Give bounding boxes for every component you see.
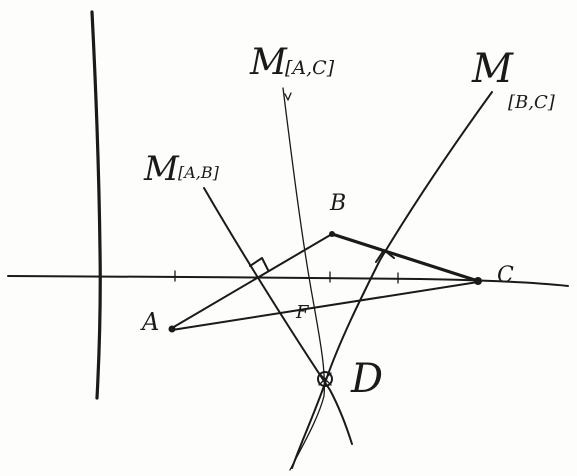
horizontal-axis	[7, 275, 569, 287]
point-c-dot	[474, 277, 482, 285]
label-m-ab-subscript: [A,B]	[178, 163, 220, 182]
arrow-tip-ac	[284, 92, 292, 101]
label-point-c: C	[497, 263, 514, 288]
label-m-ac: M	[249, 42, 288, 83]
label-point-f: F	[295, 302, 310, 323]
bisector-ac	[282, 87, 326, 471]
label-point-a: A	[140, 308, 159, 336]
point-a-dot	[168, 325, 176, 333]
point-d-cross	[318, 372, 332, 386]
label-m-bc-subscript: [B,C]	[508, 92, 556, 113]
segment-bc	[330, 232, 480, 283]
label-point-d: D	[350, 356, 383, 402]
right-angle-marker-bc	[375, 249, 395, 263]
bisector-bc	[291, 91, 493, 469]
point-d-circle	[317, 371, 333, 387]
vertical-axis	[90, 10, 102, 400]
label-m-ab: M	[143, 149, 180, 189]
bisector-ab	[203, 187, 353, 445]
label-m-ac-subscript: [A,C]	[285, 57, 335, 79]
label-m-bc: M	[471, 46, 514, 92]
label-point-b: B	[329, 191, 346, 216]
right-angle-marker-ab	[249, 257, 269, 271]
segment-ac	[171, 281, 479, 331]
point-b-dot	[329, 231, 335, 237]
